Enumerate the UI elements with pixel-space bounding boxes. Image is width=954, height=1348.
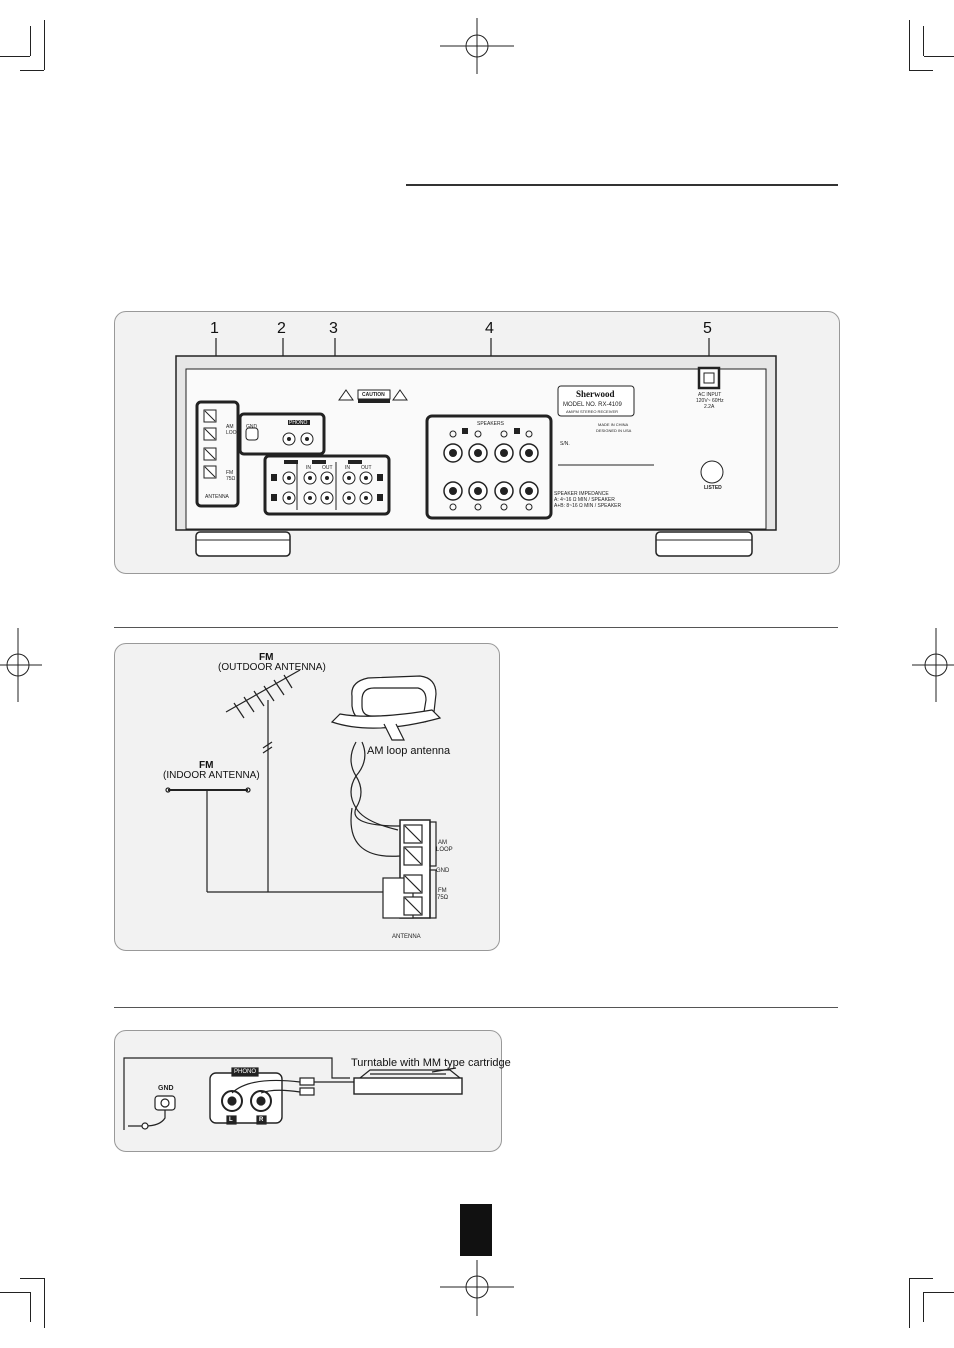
antenna-label-bottom: ANTENNA bbox=[392, 934, 421, 940]
speaker-impedance-1: SPEAKER IMPEDANCE bbox=[554, 491, 609, 497]
page-tab-block bbox=[460, 1204, 492, 1256]
caution-triangles bbox=[338, 389, 408, 403]
ul-listed: LISTED bbox=[704, 485, 722, 491]
header-rule bbox=[406, 184, 838, 186]
antenna-terminals bbox=[195, 400, 240, 508]
ac-current: 2.2A bbox=[704, 404, 715, 410]
turntable-label: Turntable with MM type cartridge bbox=[351, 1057, 511, 1069]
designed-in: DESIGNED IN USA bbox=[596, 428, 632, 433]
section-rule-1 bbox=[114, 627, 838, 628]
speaker-impedance-2: A: 4~16 Ω MIN / SPEAKER bbox=[554, 497, 615, 503]
loop-label: LOOP bbox=[436, 847, 453, 853]
speakers-label: SPEAKERS bbox=[477, 421, 504, 427]
model-sub: AM/FM STEREO RECEIVER bbox=[566, 409, 619, 414]
callout-1: 1 bbox=[210, 320, 219, 337]
callout-2: 2 bbox=[277, 320, 286, 337]
phono-connection-drawing bbox=[123, 1057, 463, 1130]
in-label-1: IN bbox=[306, 465, 311, 471]
callout-4: 4 bbox=[485, 320, 494, 337]
receiver-rear-drawing bbox=[175, 338, 777, 557]
callout-5: 5 bbox=[703, 320, 712, 337]
caution-label: CAUTION bbox=[362, 392, 385, 398]
ac-rating: 120V~ 60Hz bbox=[696, 398, 724, 404]
phono-gnd-label: GND bbox=[158, 1085, 174, 1092]
ohm-label: 75Ω bbox=[437, 895, 449, 901]
gnd-label: GND bbox=[246, 424, 258, 430]
ac-input-label: AC INPUT bbox=[698, 392, 722, 398]
line-jack-block bbox=[263, 454, 391, 516]
in-label-2: IN bbox=[345, 465, 350, 471]
speaker-terminal-block bbox=[425, 414, 553, 520]
fm-label-antenna: FM bbox=[438, 888, 447, 894]
out-label-1: OUT bbox=[322, 465, 333, 471]
made-in: MADE IN CHINA bbox=[598, 422, 629, 427]
fm-indoor-title: FM bbox=[199, 760, 214, 771]
fm-outdoor-title: FM bbox=[259, 652, 274, 663]
antenna-label: ANTENNA bbox=[205, 494, 229, 500]
phono-right-label: R bbox=[259, 1117, 264, 1123]
fm-indoor-sub: (INDOOR ANTENNA) bbox=[163, 770, 260, 781]
gnd-label-antenna: GND bbox=[436, 868, 450, 874]
fm-outdoor-sub: (OUTDOOR ANTENNA) bbox=[218, 662, 326, 673]
speaker-impedance-3: A+B: 8~16 Ω MIN / SPEAKER bbox=[554, 503, 622, 509]
am-label: AM bbox=[438, 840, 447, 846]
phono-left-label: L bbox=[229, 1117, 233, 1123]
phono-label: PHONO bbox=[289, 420, 308, 426]
model-number: MODEL NO. RX-4109 bbox=[563, 402, 622, 408]
section-rule-2 bbox=[114, 1007, 838, 1008]
fm-label: FM 75Ω bbox=[226, 470, 236, 482]
am-loop-antenna-label: AM loop antenna bbox=[367, 745, 451, 757]
am-loop-label: AM LOOP bbox=[226, 424, 240, 436]
ac-input-socket bbox=[697, 366, 721, 390]
out-label-2: OUT bbox=[361, 465, 372, 471]
serial-label: S/N. bbox=[560, 441, 570, 447]
model-label-plate bbox=[557, 385, 654, 466]
phono-label-small: PHONO bbox=[234, 1069, 257, 1075]
callout-3: 3 bbox=[329, 320, 338, 337]
antenna-connection-drawing bbox=[165, 669, 442, 919]
phono-jack-block bbox=[238, 412, 326, 456]
ul-listed-badge bbox=[700, 460, 724, 484]
brand-name: Sherwood bbox=[576, 389, 615, 399]
